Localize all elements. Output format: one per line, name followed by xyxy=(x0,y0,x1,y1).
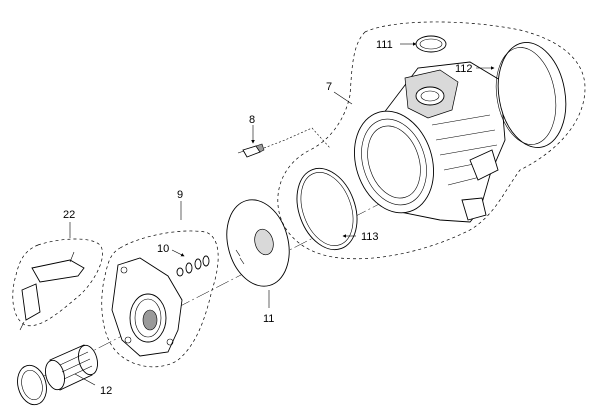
callout-7: 7 xyxy=(326,81,332,93)
group-outline-22 xyxy=(12,238,103,327)
leader-12 xyxy=(74,373,96,386)
rear-cover-part xyxy=(495,42,567,148)
seal-set-part xyxy=(176,255,210,277)
callout-8: 8 xyxy=(249,114,255,126)
tub-housing-part xyxy=(353,61,506,223)
center-axis xyxy=(39,177,431,379)
bracket-part xyxy=(19,251,85,331)
callout-10: 10 xyxy=(157,243,169,255)
leader-7 xyxy=(333,91,353,105)
group-outline-9 xyxy=(101,230,219,368)
top-ring-part xyxy=(415,35,447,53)
sensor-leader-dotted xyxy=(263,127,331,149)
bearing-bracket-part xyxy=(111,257,183,357)
bearing-sleeve-part xyxy=(17,344,98,406)
callout-22: 22 xyxy=(63,209,75,221)
callout-112: 112 xyxy=(455,63,473,75)
callout-11: 11 xyxy=(263,313,274,325)
sensor-part xyxy=(237,143,265,158)
callout-111: 111 xyxy=(376,39,393,51)
callout-113: 113 xyxy=(361,231,379,243)
callout-9: 9 xyxy=(177,189,183,201)
o-ring-part xyxy=(296,167,358,251)
group-outline-7 xyxy=(277,21,586,260)
callout-12: 12 xyxy=(100,385,112,397)
disk-part xyxy=(226,199,290,287)
leader-10 xyxy=(171,249,185,257)
